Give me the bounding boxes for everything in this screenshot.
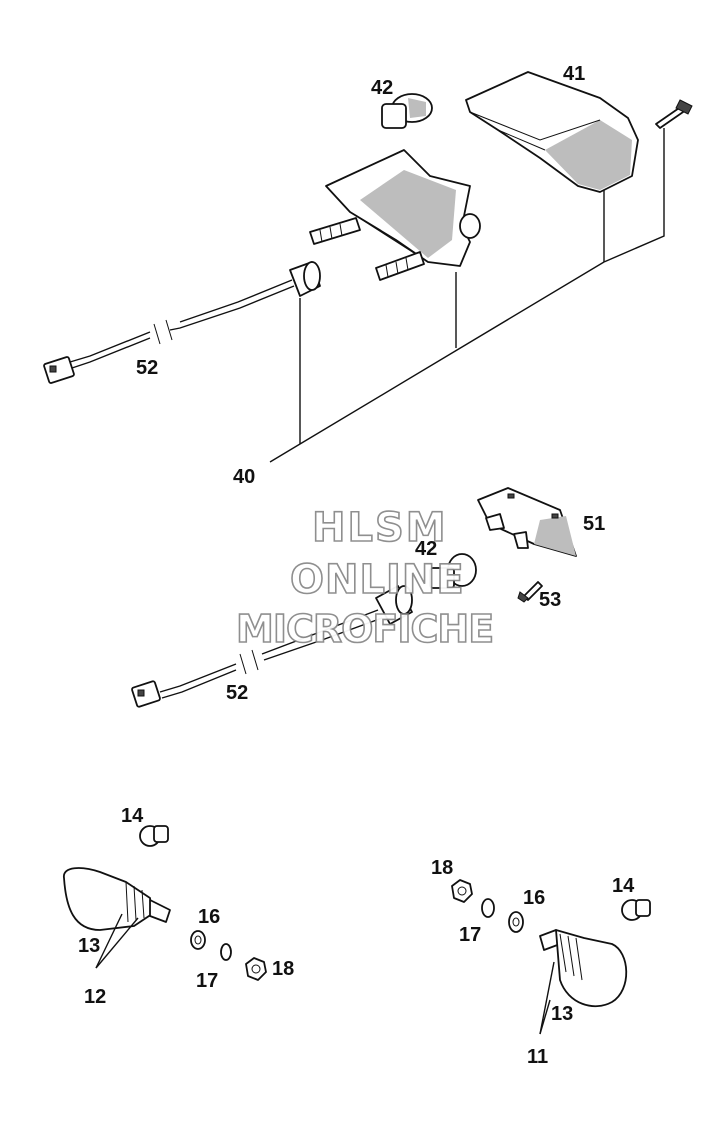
wiring-harness-52-mid[interactable] xyxy=(131,585,413,708)
callout-13-left: 13 xyxy=(78,935,101,957)
callout-42-top: 42 xyxy=(371,77,394,99)
rear-light-assembly xyxy=(43,71,693,463)
callout-16-right: 16 xyxy=(523,887,546,909)
license-light-cover-51[interactable] xyxy=(477,487,577,557)
bulb-14-left[interactable] xyxy=(139,825,169,847)
nut-18-left[interactable] xyxy=(245,957,267,981)
nut-18-right[interactable] xyxy=(451,879,473,903)
bulb-42-top[interactable] xyxy=(381,93,433,129)
lens-screw[interactable] xyxy=(655,99,693,129)
bulb-42-mid[interactable] xyxy=(429,553,477,589)
callout-17-left: 17 xyxy=(196,970,219,992)
screw-53[interactable] xyxy=(517,581,543,603)
turn-signal-lens-13-right[interactable] xyxy=(539,929,628,1007)
callout-53: 53 xyxy=(539,589,562,611)
callout-52-top: 52 xyxy=(136,357,159,379)
lockwasher-17-right[interactable] xyxy=(481,898,495,918)
callout-52-mid: 52 xyxy=(226,682,249,704)
wiring-harness-52-top[interactable] xyxy=(43,261,321,384)
watermark-hlsm: HLSM xyxy=(311,505,448,551)
right-turn-signal-assembly xyxy=(451,879,651,1035)
leader-11-a xyxy=(539,961,555,1035)
washer-16-right[interactable] xyxy=(508,911,524,933)
tail-light-housing[interactable] xyxy=(309,149,481,281)
callout-16-left: 16 xyxy=(198,906,221,928)
callout-18-right: 18 xyxy=(431,857,454,879)
callout-13-right: 13 xyxy=(551,1003,574,1025)
callout-42-mid: 42 xyxy=(415,538,438,560)
left-turn-signal-assembly xyxy=(63,825,267,981)
turn-signal-lens-13-left[interactable] xyxy=(63,867,171,931)
leader-40-d xyxy=(603,128,665,263)
callout-14-right: 14 xyxy=(612,875,635,897)
watermark-microfiche: MICROFICHE xyxy=(235,607,495,651)
leader-11-b xyxy=(539,999,551,1035)
callout-51: 51 xyxy=(583,513,606,535)
leader-12-b xyxy=(95,917,139,969)
washer-16-left[interactable] xyxy=(190,930,206,950)
callout-18-left: 18 xyxy=(272,958,295,980)
callout-12: 12 xyxy=(84,986,107,1008)
watermark-online: ONLINE xyxy=(289,557,465,603)
callout-14-left: 14 xyxy=(121,805,144,827)
callout-11: 11 xyxy=(527,1046,549,1068)
license-light-assembly xyxy=(131,487,577,708)
leader-12-a xyxy=(95,913,123,969)
callout-17-right: 17 xyxy=(459,924,482,946)
callout-41: 41 xyxy=(563,63,586,85)
bulb-14-right[interactable] xyxy=(621,899,651,921)
leader-40 xyxy=(269,261,605,463)
callout-40: 40 xyxy=(233,466,256,488)
lockwasher-17-left[interactable] xyxy=(220,943,232,961)
tail-light-lens-41[interactable] xyxy=(465,71,639,193)
